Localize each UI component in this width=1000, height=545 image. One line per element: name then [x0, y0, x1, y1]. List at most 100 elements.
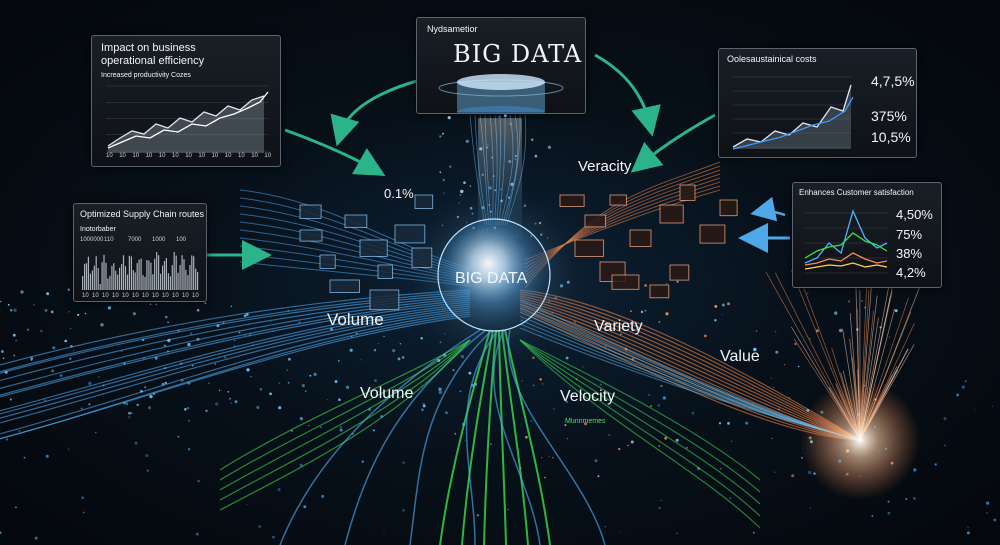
data-particle	[465, 139, 469, 143]
data-particle	[338, 360, 340, 362]
media-thumbnail	[359, 239, 388, 257]
data-particle	[534, 154, 538, 158]
data-particle	[70, 328, 72, 330]
data-particle	[287, 310, 289, 312]
supply-bar	[171, 265, 173, 290]
media-thumbnail	[584, 214, 606, 228]
data-particle	[676, 532, 678, 534]
customer-panel: Enhances Customer satisfaction 4,50% 75%…	[792, 182, 942, 288]
data-particle	[594, 459, 598, 463]
data-particle	[0, 531, 2, 534]
customer-title: Enhances Customer satisfaction	[799, 188, 914, 197]
costs-value-2: 375%	[871, 108, 907, 124]
data-particle	[68, 310, 70, 313]
media-thumbnail	[629, 229, 652, 247]
tick-label: 10	[122, 293, 129, 299]
tick-label: 10	[162, 293, 169, 299]
data-particle	[438, 387, 442, 391]
data-particle	[287, 381, 290, 384]
data-particle	[40, 329, 43, 333]
data-particle	[530, 419, 533, 422]
data-particle	[582, 366, 584, 368]
tick-label: 10	[238, 153, 245, 159]
data-particle	[180, 362, 183, 365]
data-particle	[272, 535, 275, 539]
data-particle	[215, 402, 219, 406]
supply-bar	[105, 262, 107, 290]
data-particle	[309, 374, 312, 377]
data-particle	[752, 531, 755, 534]
data-particle	[399, 343, 402, 345]
chart-line	[107, 95, 265, 147]
tick-label: 10	[158, 153, 166, 159]
chart-area	[733, 85, 851, 149]
supply-bar	[175, 255, 177, 290]
data-particle	[619, 530, 621, 532]
data-stream-line	[0, 291, 471, 373]
supply-bar	[173, 251, 175, 290]
data-particle	[51, 369, 55, 373]
data-particle	[581, 519, 582, 521]
data-particle	[660, 499, 662, 502]
data-particle	[288, 357, 291, 361]
supply-bar	[158, 255, 160, 290]
supply-bar	[115, 270, 117, 290]
data-particle	[154, 356, 158, 360]
media-thumbnail	[377, 264, 393, 280]
impact-subtitle: Increased productivity Cozes	[101, 72, 191, 79]
data-particle	[286, 369, 288, 371]
costs-value-1: 4,7,5%	[871, 73, 915, 89]
costs-title: Oolesaustainical costs	[727, 54, 817, 64]
data-particle	[657, 404, 661, 407]
supply-bar	[142, 275, 144, 290]
data-particle	[520, 403, 523, 405]
data-particle	[771, 437, 773, 440]
data-particle	[566, 437, 569, 440]
data-particle	[7, 303, 10, 306]
impact-panel: Impact on business operational efficienc…	[91, 35, 281, 167]
data-particle	[721, 303, 725, 307]
data-particle	[188, 419, 190, 422]
data-stream-line	[219, 339, 471, 481]
data-particle	[993, 518, 997, 522]
data-particle	[809, 507, 812, 510]
data-particle	[196, 337, 200, 341]
data-particle	[164, 367, 167, 369]
data-stream-line	[0, 311, 471, 435]
data-particle	[770, 377, 772, 379]
data-particle	[541, 457, 543, 459]
data-particle	[136, 403, 139, 407]
data-particle	[794, 342, 797, 346]
data-stream-line	[0, 309, 471, 424]
supply-bar	[150, 262, 152, 290]
data-particle	[121, 350, 123, 352]
data-particle	[4, 370, 8, 374]
data-particle	[45, 454, 49, 458]
data-particle	[147, 406, 152, 410]
data-particle	[714, 319, 717, 322]
data-particle	[773, 386, 775, 388]
data-particle	[913, 468, 917, 472]
supply-bar	[119, 267, 121, 290]
media-thumbnail	[299, 204, 322, 219]
data-stream-line	[0, 307, 471, 419]
chart-line	[732, 96, 854, 150]
data-particle	[0, 300, 2, 303]
chart-line	[732, 84, 852, 148]
data-particle	[230, 305, 233, 307]
data-particle	[195, 532, 199, 536]
impact-title-2: operational efficiency	[101, 55, 205, 67]
costs-value-3: 10,5%	[871, 129, 911, 145]
data-particle	[351, 335, 353, 338]
data-stream-line	[519, 339, 761, 529]
media-thumbnail	[319, 254, 336, 269]
data-particle	[449, 165, 452, 168]
data-particle	[197, 479, 200, 483]
data-particle	[894, 309, 898, 313]
data-particle	[696, 467, 701, 471]
media-thumbnail	[411, 247, 433, 268]
data-particle	[547, 145, 552, 149]
data-particle	[525, 435, 528, 439]
data-stream-line	[0, 315, 471, 440]
data-particle	[298, 321, 301, 324]
